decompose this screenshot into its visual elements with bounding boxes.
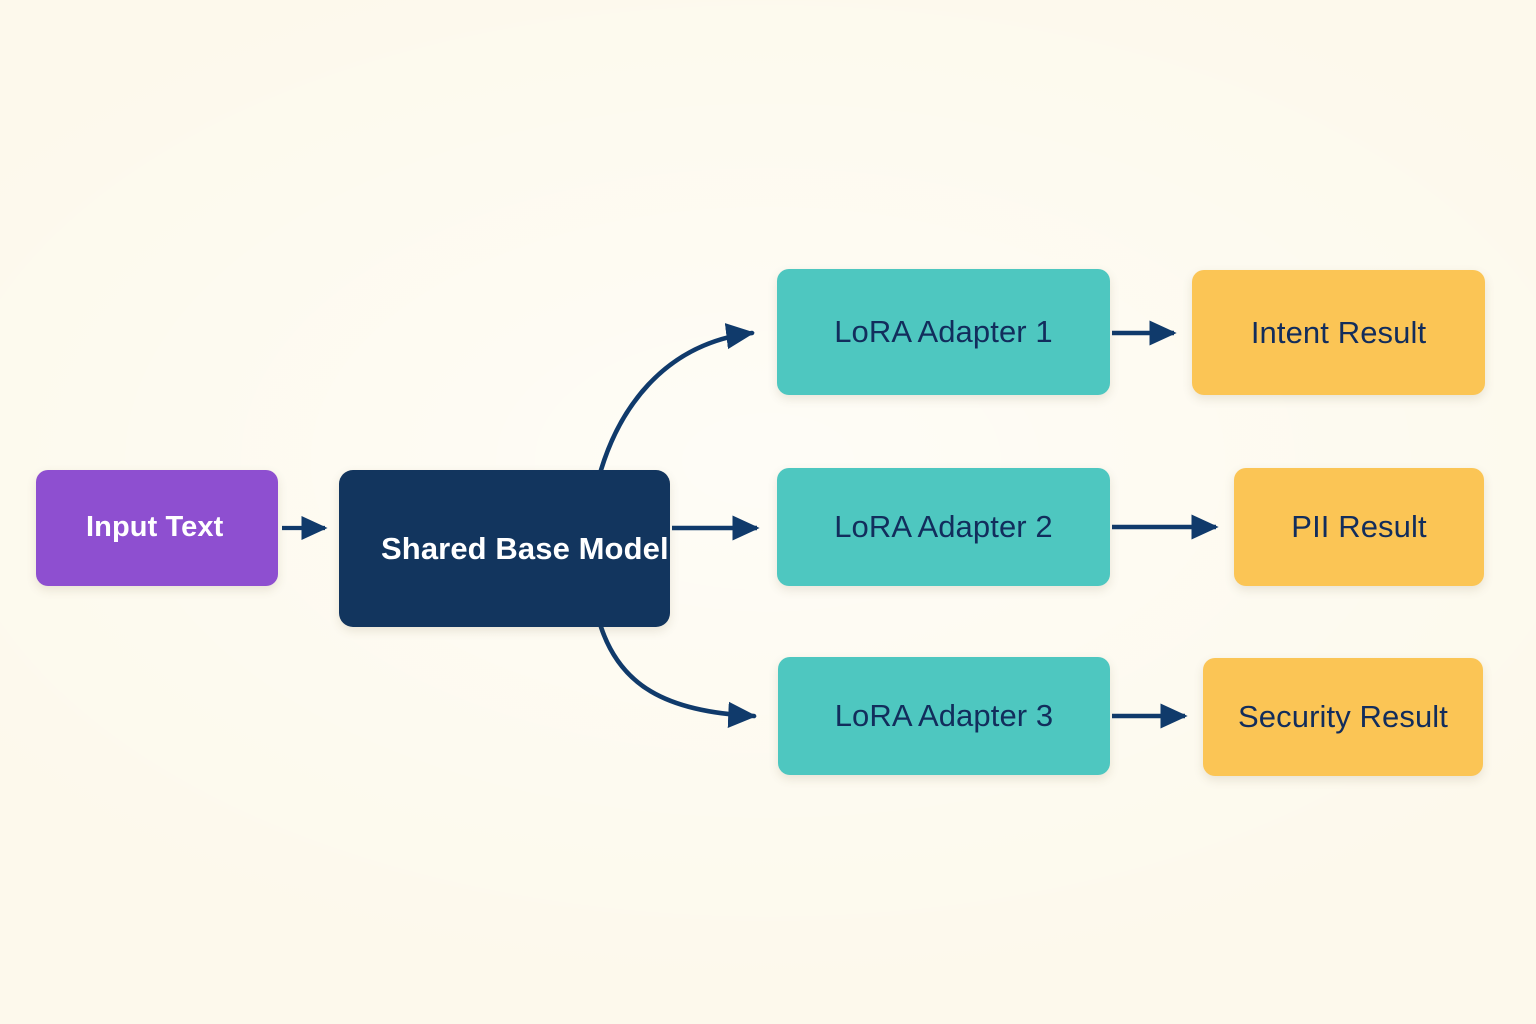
node-pii-result[interactable]: PII Result — [1234, 468, 1484, 586]
node-lora-adapter-2[interactable]: LoRA Adapter 2 — [777, 468, 1110, 586]
node-shared-base-model[interactable]: Shared Base Model — [339, 470, 670, 627]
node-security-result-label: Security Result — [1238, 699, 1448, 735]
node-shared-base-model-label: Shared Base Model — [381, 530, 669, 566]
node-pii-result-label: PII Result — [1291, 509, 1427, 545]
node-intent-result[interactable]: Intent Result — [1192, 270, 1485, 395]
node-lora-adapter-3-label: LoRA Adapter 3 — [834, 698, 1054, 734]
node-lora-adapter-1[interactable]: LoRA Adapter 1 — [777, 269, 1110, 395]
node-lora-adapter-1-label: LoRA Adapter 1 — [834, 314, 1053, 350]
edge-base-to-adapter-3 — [598, 624, 757, 728]
node-intent-result-label: Intent Result — [1250, 314, 1427, 350]
node-lora-adapter-2-label: LoRA Adapter 2 — [834, 509, 1053, 545]
edge-base-to-adapter-1 — [598, 323, 755, 473]
node-security-result[interactable]: Security Result — [1203, 658, 1483, 776]
node-lora-adapter-3[interactable]: LoRA Adapter 3 — [778, 657, 1110, 775]
node-input-text-label: Input Text — [86, 511, 224, 544]
node-input-text[interactable]: Input Text — [36, 470, 278, 586]
